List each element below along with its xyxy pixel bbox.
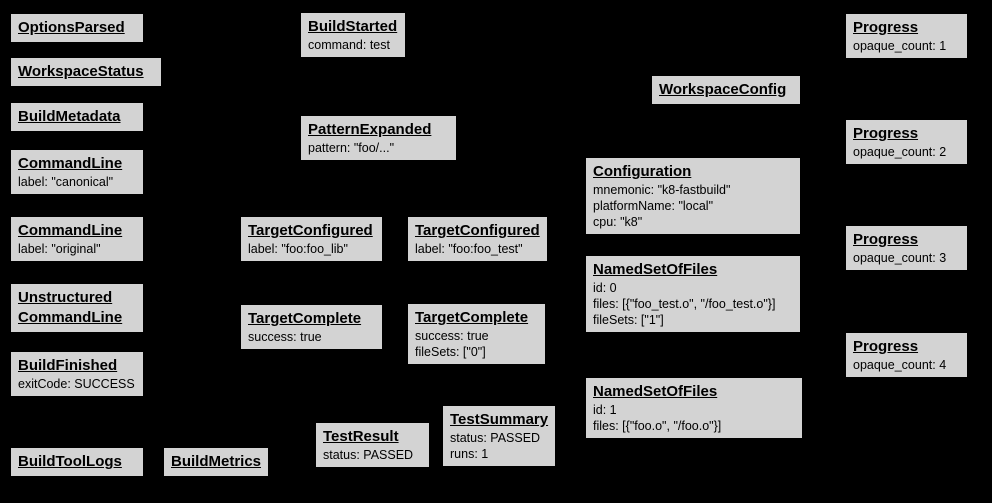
node-named-set-of-files-0: NamedSetOfFiles id: 0 files: [{"foo_test… [585, 255, 801, 333]
node-field: opaque_count: 1 [853, 39, 947, 53]
node-field: cpu: "k8" [593, 215, 643, 229]
node-field: exitCode: SUCCESS [18, 377, 135, 391]
node-field: label: "original" [18, 242, 101, 256]
node-title: NamedSetOfFiles [593, 383, 718, 400]
node-progress-3: Progress opaque_count: 3 [845, 225, 968, 271]
node-target-complete-foo-test: TargetComplete success: true fileSets: [… [407, 303, 546, 365]
node-field: fileSets: ["1"] [593, 313, 664, 327]
node-field: id: 1 [593, 403, 617, 417]
node-title: Progress [853, 125, 919, 142]
node-target-complete-foo-lib: TargetComplete success: true [240, 304, 383, 350]
node-target-configured-foo-lib: TargetConfigured label: "foo:foo_lib" [240, 216, 383, 262]
node-field: runs: 1 [450, 447, 489, 461]
node-pattern-expanded: PatternExpanded pattern: "foo/..." [300, 115, 457, 161]
node-title: PatternExpanded [308, 121, 432, 138]
node-field: files: [{"foo.o", "/foo.o"}] [593, 419, 722, 433]
node-field: command: test [308, 38, 390, 52]
node-title: BuildToolLogs [18, 453, 122, 470]
node-title: Unstructured CommandLine [18, 289, 123, 326]
node-field: success: true [415, 329, 489, 343]
node-field: success: true [248, 330, 322, 344]
node-title: Progress [853, 231, 919, 248]
node-field: opaque_count: 3 [853, 251, 947, 265]
node-title: TargetConfigured [415, 222, 540, 239]
node-build-metrics: BuildMetrics [163, 447, 270, 477]
node-field: mnemonic: "k8-fastbuild" [593, 183, 731, 197]
node-unstructured-command-line: Unstructured CommandLine [10, 283, 144, 333]
node-field: label: "canonical" [18, 175, 114, 189]
node-build-tool-logs: BuildToolLogs [10, 447, 144, 477]
node-title: Configuration [593, 163, 692, 180]
node-test-result: TestResult status: PASSED [315, 422, 430, 468]
node-field: pattern: "foo/..." [308, 141, 395, 155]
node-title: BuildMetadata [18, 108, 121, 125]
node-title: BuildFinished [18, 357, 118, 374]
node-title: BuildMetrics [171, 453, 262, 470]
node-title: TestSummary [450, 411, 549, 428]
node-build-metadata: BuildMetadata [10, 102, 144, 132]
node-field: files: [{"foo_test.o", "/foo_test.o"}] [593, 297, 776, 311]
node-progress-2: Progress opaque_count: 2 [845, 119, 968, 165]
node-command-line-canonical: CommandLine label: "canonical" [10, 149, 144, 195]
node-named-set-of-files-1: NamedSetOfFiles id: 1 files: [{"foo.o", … [585, 377, 803, 439]
node-progress-4: Progress opaque_count: 4 [845, 332, 968, 378]
node-field: status: PASSED [323, 448, 414, 462]
node-title: TargetComplete [415, 309, 529, 326]
node-field: opaque_count: 2 [853, 145, 947, 159]
node-options-parsed: OptionsParsed [10, 13, 144, 43]
node-field: label: "foo:foo_lib" [248, 242, 348, 256]
node-title: CommandLine [18, 155, 123, 172]
node-field: id: 0 [593, 281, 617, 295]
node-title: OptionsParsed [18, 19, 125, 36]
node-title: Progress [853, 338, 919, 355]
node-title: TestResult [323, 428, 399, 445]
node-field: fileSets: ["0"] [415, 345, 486, 359]
node-field: opaque_count: 4 [853, 358, 947, 372]
node-progress-1: Progress opaque_count: 1 [845, 13, 968, 59]
node-field: label: "foo:foo_test" [415, 242, 523, 256]
node-title: WorkspaceConfig [659, 81, 787, 98]
node-title: WorkspaceStatus [18, 63, 144, 80]
node-title: BuildStarted [308, 18, 398, 35]
node-title: Progress [853, 19, 919, 36]
node-test-summary: TestSummary status: PASSED runs: 1 [442, 405, 557, 467]
node-title: TargetConfigured [248, 222, 373, 239]
node-configuration: Configuration mnemonic: "k8-fastbuild" p… [585, 157, 801, 235]
node-target-configured-foo-test: TargetConfigured label: "foo:foo_test" [407, 216, 548, 262]
node-workspace-status: WorkspaceStatus [10, 57, 162, 87]
node-workspace-config: WorkspaceConfig [651, 75, 801, 105]
node-build-finished: BuildFinished exitCode: SUCCESS [10, 351, 144, 397]
node-field: platformName: "local" [593, 199, 714, 213]
node-title: TargetComplete [248, 310, 362, 327]
node-title: CommandLine [18, 222, 123, 239]
node-title: NamedSetOfFiles [593, 261, 718, 278]
node-field: status: PASSED [450, 431, 541, 445]
node-command-line-original: CommandLine label: "original" [10, 216, 144, 262]
node-build-started: BuildStarted command: test [300, 12, 406, 58]
